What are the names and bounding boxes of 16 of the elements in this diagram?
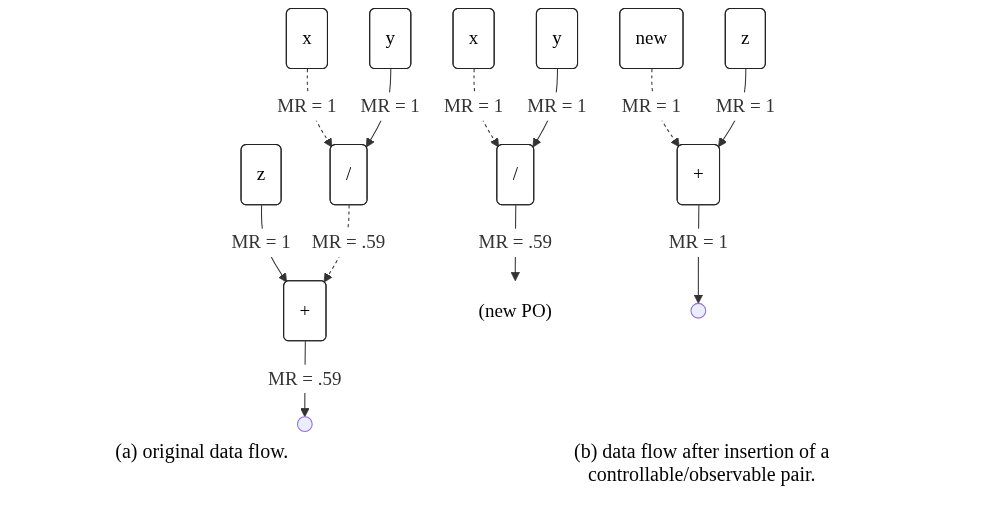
- edge-label: MR = 1: [622, 95, 682, 117]
- edge-label: MR = 1: [360, 95, 421, 117]
- caption: (b) data flow after insertion of a controllable/observable pair.: [573, 440, 831, 486]
- edge-label: MR = .59: [478, 231, 553, 253]
- edge-label: MR = 1: [444, 95, 504, 117]
- edge-label: MR = .59: [312, 231, 386, 253]
- node-text: (new PO): [478, 299, 553, 321]
- edge-label: MR = 1: [527, 95, 587, 117]
- edge-label: MR = 1: [231, 231, 292, 253]
- edge-label: MR = 1: [669, 231, 729, 253]
- node-circle: [297, 416, 314, 433]
- edge-label: MR = 1: [715, 95, 776, 117]
- edge-label: MR = 1: [277, 95, 337, 117]
- node-circle: [690, 302, 707, 319]
- edge-label: MR = .59: [268, 367, 342, 389]
- caption: (a) original data flow.: [115, 440, 289, 465]
